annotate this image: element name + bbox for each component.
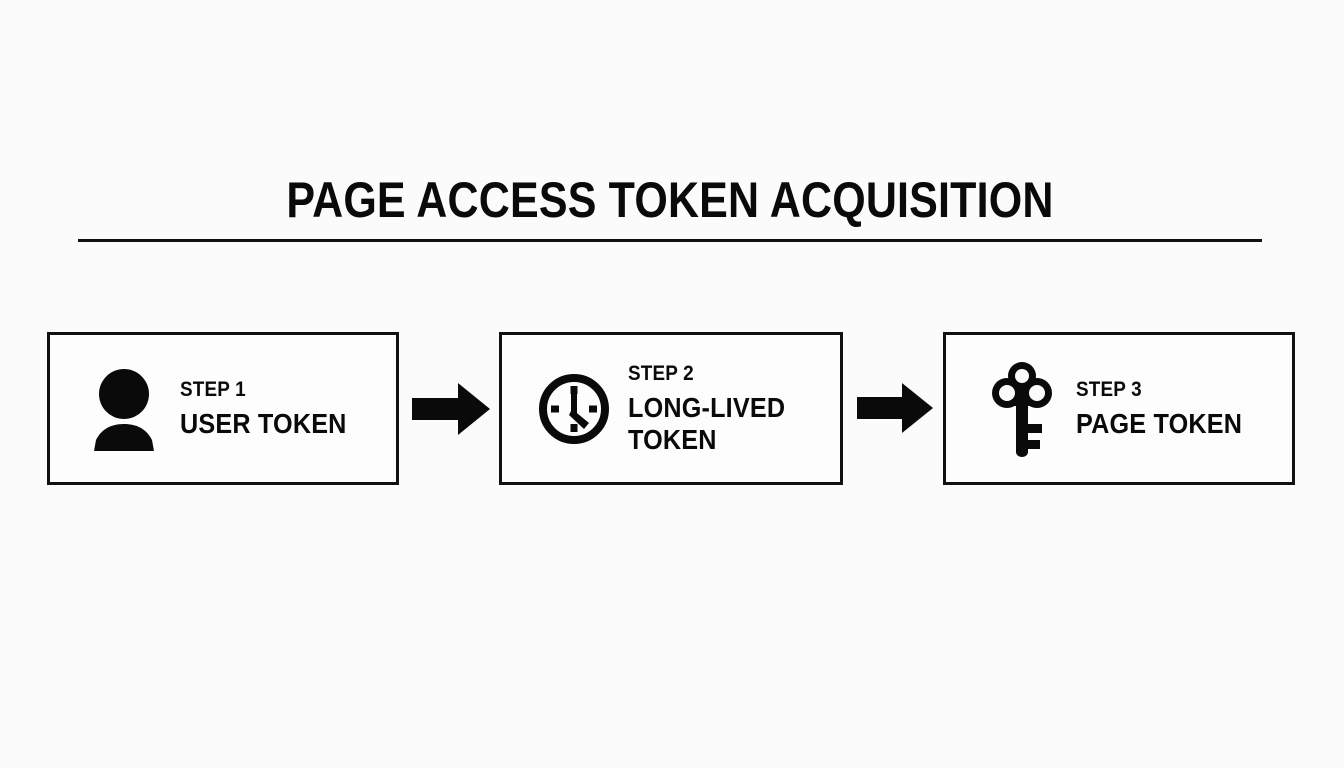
title-block: PAGE ACCESS TOKEN ACQUISITION — [78, 172, 1262, 228]
step-card-3[interactable]: STEP 3 PAGE TOKEN — [943, 332, 1295, 485]
step-label-3: STEP 3 — [1076, 378, 1142, 401]
title-divider — [78, 239, 1262, 242]
page-title: PAGE ACCESS TOKEN ACQUISITION — [286, 172, 1054, 228]
clock-icon — [520, 371, 628, 447]
step-card-2[interactable]: STEP 2 LONG-LIVED TOKEN — [499, 332, 843, 485]
step-card-1[interactable]: STEP 1 USER TOKEN — [47, 332, 399, 485]
key-icon — [968, 360, 1076, 458]
person-icon — [68, 367, 180, 451]
step-name-2: LONG-LIVED TOKEN — [628, 392, 786, 455]
step-label-1: STEP 1 — [180, 378, 246, 401]
step-name-1: USER TOKEN — [180, 408, 347, 439]
step-name-3: PAGE TOKEN — [1076, 408, 1243, 439]
step-label-2: STEP 2 — [628, 362, 694, 385]
step-text-1: STEP 1 USER TOKEN — [180, 377, 396, 440]
arrow-right-icon-2 — [857, 383, 933, 433]
step-text-3: STEP 3 PAGE TOKEN — [1076, 377, 1292, 440]
step-text-2: STEP 2 LONG-LIVED TOKEN — [628, 361, 840, 456]
arrow-right-icon-1 — [412, 383, 490, 435]
